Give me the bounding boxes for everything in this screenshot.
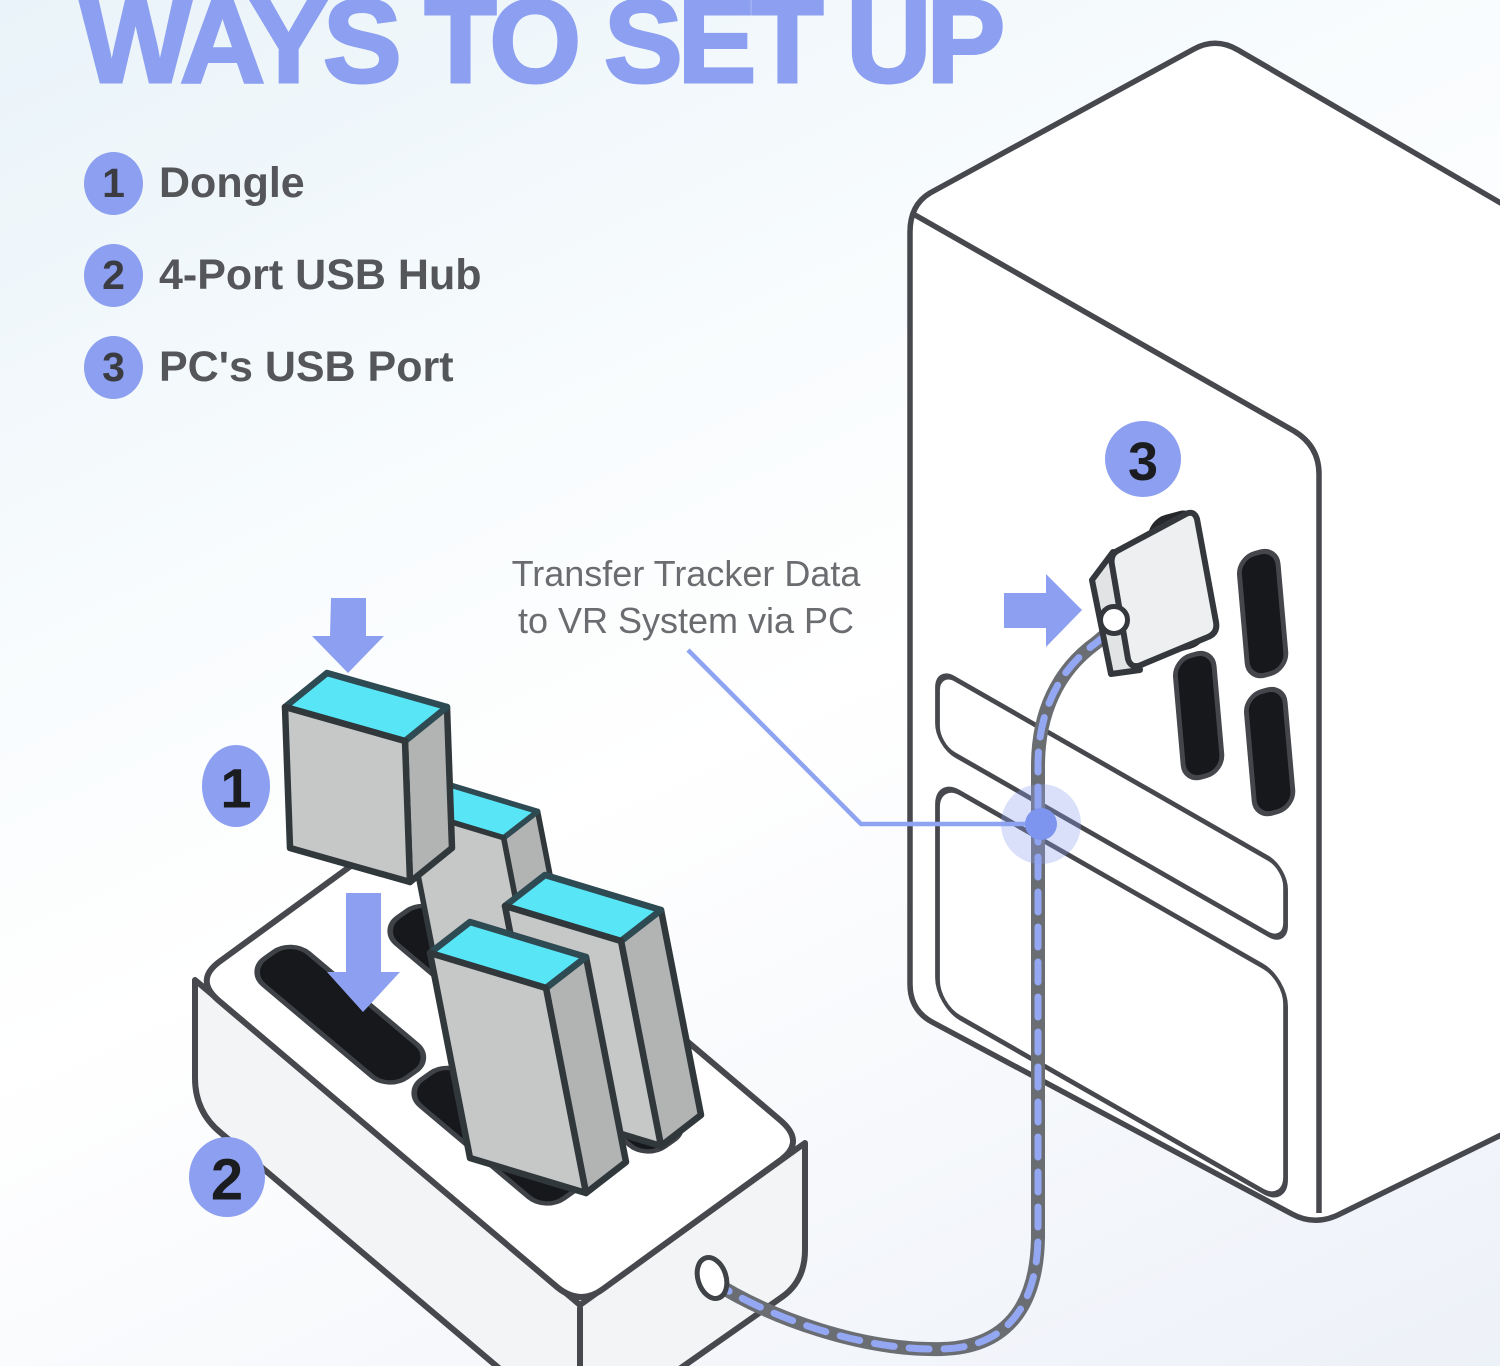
legend-label: PC's USB Port <box>159 343 454 391</box>
badge-number: 1 <box>220 757 251 820</box>
legend-badge-3: 3 <box>84 336 143 399</box>
dongle-floating <box>285 673 452 882</box>
arrow-right-icon <box>1004 574 1082 647</box>
diagram-badge-hub: 2 <box>189 1137 265 1217</box>
legend-number: 3 <box>102 344 125 390</box>
legend-badge-2: 2 <box>84 244 143 307</box>
badge-circle <box>189 1137 265 1217</box>
badge-circle <box>202 745 270 827</box>
annotation-callout: Transfer Tracker Data to VR System via P… <box>512 553 1081 864</box>
usb-plug <box>1089 509 1220 677</box>
diagram-badge-pc-port: 3 <box>1105 421 1181 497</box>
pc-panel-upper <box>935 673 1288 940</box>
arrow-down-icon <box>312 598 384 673</box>
legend-label: Dongle <box>159 159 305 207</box>
badge-number: 3 <box>1128 432 1158 492</box>
usb-cable <box>694 626 1115 1357</box>
diagram-badge-dongle: 1 <box>202 745 270 827</box>
legend-badge-1: 1 <box>84 152 143 215</box>
pc-usb-ports <box>1172 548 1296 817</box>
usb-port-icon <box>1172 650 1225 781</box>
legend-number: 1 <box>102 160 125 206</box>
arrow-down-icon <box>327 893 400 1012</box>
legend: 1 Dongle 2 4-Port USB Hub 3 PC's USB Por… <box>84 152 482 399</box>
cable-dashes <box>708 629 1112 1353</box>
page-title: WAYS TO SET UP <box>78 0 1006 108</box>
annotation-line <box>686 648 1041 827</box>
annotation-dot <box>1025 808 1057 840</box>
annotation-text-line1: Transfer Tracker Data <box>512 553 862 594</box>
legend-item-dongle: 1 Dongle <box>84 152 482 215</box>
pc-tower-front-edge <box>913 212 1322 1213</box>
legend-item-usb-hub: 2 4-Port USB Hub <box>84 244 482 307</box>
plug-front <box>1108 509 1220 670</box>
legend-item-pc-usb-port: 3 PC's USB Port <box>84 336 482 399</box>
annotation-text-line2: to VR System via PC <box>518 600 854 641</box>
pc-front-panels <box>935 673 1288 1198</box>
hub-cable-port <box>694 1255 730 1301</box>
usb-port-icon <box>1243 686 1296 817</box>
badge-number: 2 <box>211 1148 243 1213</box>
hub-body <box>192 977 808 1366</box>
pc-panel-lower <box>935 786 1288 1198</box>
usb-port-icon <box>1236 548 1289 679</box>
legend-label: 4-Port USB Hub <box>159 251 482 299</box>
badge-circle <box>1105 421 1181 497</box>
plug-cable-hole <box>1098 604 1130 636</box>
legend-number: 2 <box>102 252 125 298</box>
